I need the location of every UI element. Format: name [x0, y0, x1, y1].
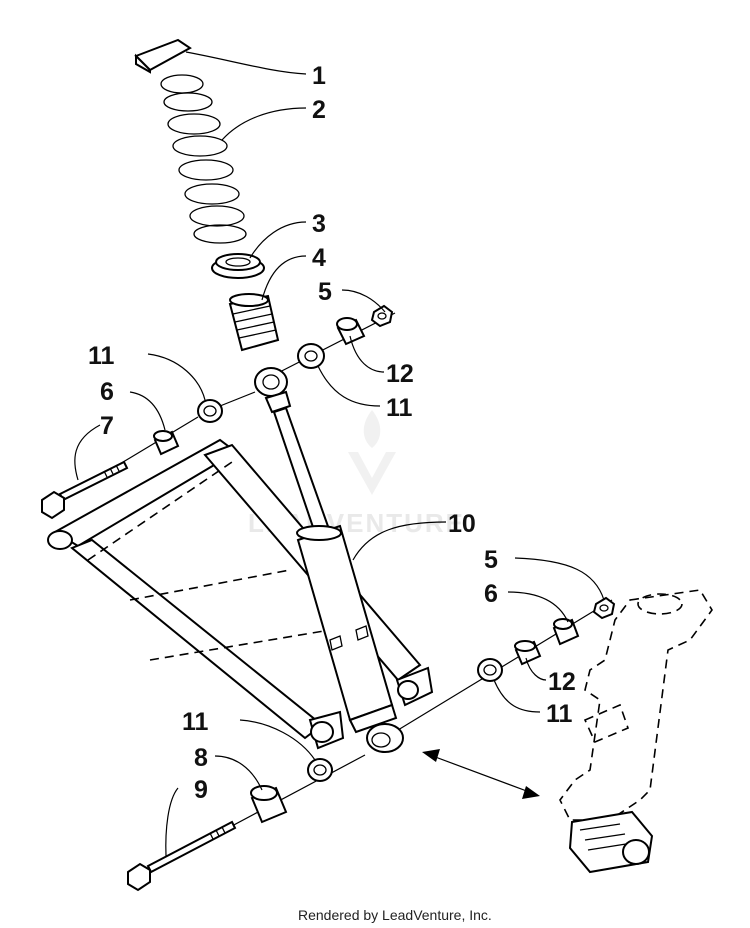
callout-5-right: 5	[484, 546, 498, 574]
callout-6-right: 6	[484, 580, 498, 608]
steering-knuckle	[559, 589, 713, 874]
part-5-nut-right	[592, 596, 616, 620]
part-12-spacer-right	[514, 640, 542, 666]
callout-labels: 1 2 3 4 5 11 6 7 12 11 10 5 6 12 11 11 8…	[88, 62, 576, 804]
part-11-bushing-mid	[297, 343, 325, 369]
callout-7: 7	[100, 412, 114, 440]
part-8-spacer	[250, 785, 288, 824]
part-11-bushing-left	[197, 399, 223, 423]
callout-2: 2	[312, 96, 326, 124]
part-11-bushing-right	[477, 658, 503, 682]
direction-arrow	[422, 749, 540, 799]
callout-10: 10	[448, 510, 476, 538]
part-3-adjuster-ring	[211, 253, 265, 279]
part-1-spring-retainer	[134, 38, 192, 74]
callout-8: 8	[194, 744, 208, 772]
callout-5-top: 5	[318, 278, 332, 306]
watermark-logo	[348, 410, 396, 495]
part-12-spacer-top	[336, 317, 366, 346]
leader-lines	[74, 51, 605, 857]
callout-11-mid: 11	[386, 394, 413, 422]
callout-11-left: 11	[88, 342, 115, 370]
part-7-bolt	[41, 460, 129, 520]
footer-credit: Rendered by LeadVenture, Inc.	[298, 907, 492, 923]
part-6-sleeve-left	[153, 430, 180, 456]
part-2-coil-spring	[160, 74, 247, 244]
part-5-nut-top	[370, 304, 394, 328]
part-10-shock-absorber	[254, 367, 404, 753]
part-11-bushing-bottom	[307, 758, 333, 782]
callout-3: 3	[312, 210, 326, 238]
part-9-bolt	[127, 820, 237, 892]
callout-4: 4	[312, 244, 326, 272]
part-4-bump-stop	[228, 293, 280, 352]
callout-9: 9	[194, 776, 208, 804]
callout-12-right: 12	[548, 668, 576, 696]
part-6-sleeve-right	[552, 618, 580, 646]
callout-6-left: 6	[100, 378, 114, 406]
callout-12-top: 12	[386, 360, 414, 388]
callout-1: 1	[312, 62, 326, 90]
callout-11-bottom: 11	[182, 708, 209, 736]
callout-11-right: 11	[546, 700, 573, 728]
